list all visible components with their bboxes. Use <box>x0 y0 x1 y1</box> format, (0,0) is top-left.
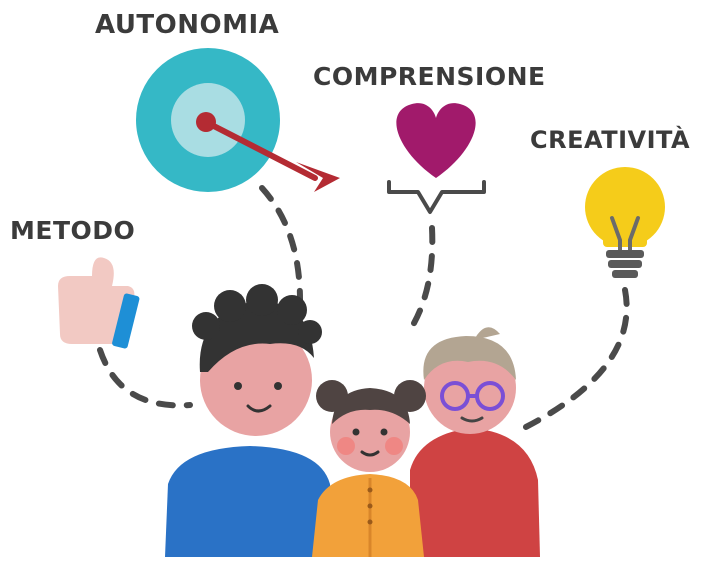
connector-creativita <box>517 287 630 433</box>
connector-autonomia <box>259 185 303 303</box>
connector-comprensione <box>407 225 436 333</box>
label-creativita: CREATIVITÀ <box>530 126 691 154</box>
boy-figure <box>410 327 540 557</box>
girl-figure <box>312 380 426 557</box>
family-illustration <box>165 284 540 557</box>
target-icon <box>136 48 340 192</box>
label-metodo: METODO <box>10 216 136 245</box>
lightbulb-icon <box>585 167 665 278</box>
adult-figure <box>165 284 334 557</box>
heart-speech-bubble-icon <box>387 103 486 214</box>
label-autonomia: AUTONOMIA <box>95 10 280 40</box>
thumbs-up-icon <box>58 257 140 349</box>
dashed-connectors <box>97 185 630 433</box>
label-comprensione: COMPRENSIONE <box>313 62 546 91</box>
connector-metodo <box>97 347 193 409</box>
